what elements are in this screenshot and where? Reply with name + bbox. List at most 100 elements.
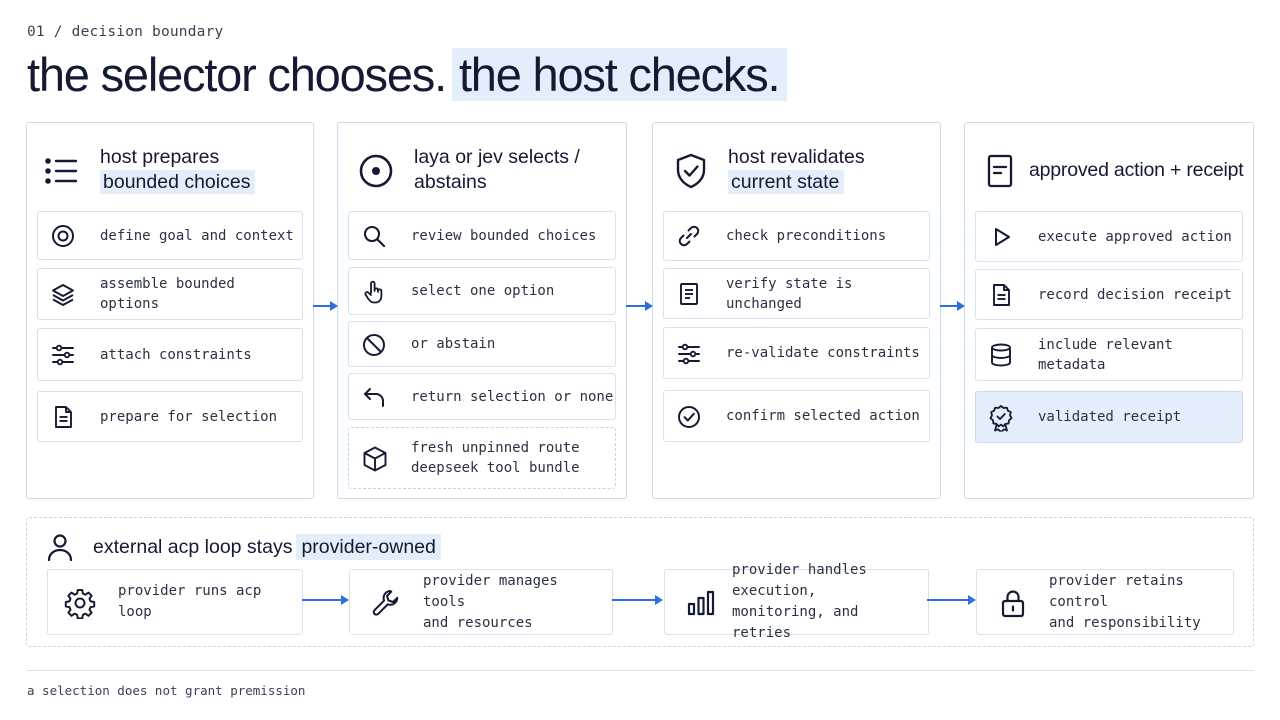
- flow-arrow-2: [626, 301, 653, 311]
- column-heading: host prepares bounded choices: [100, 145, 256, 195]
- column-host-prepares: host prepares bounded choices define goa…: [26, 122, 314, 499]
- item-label: provider manages tools and resources: [423, 570, 604, 634]
- column-header: host revalidates current state: [653, 141, 940, 203]
- item-label: confirm selected action: [726, 408, 920, 424]
- ban-icon: [361, 332, 387, 358]
- flow-arrow-3: [940, 301, 965, 311]
- kicker: 01 / decision boundary: [27, 24, 224, 40]
- heading-line-2-highlight: bounded choices: [100, 170, 256, 194]
- column-heading: laya or jev selects / abstains: [414, 145, 580, 195]
- list-item: provider handles execution, monitoring, …: [664, 562, 929, 641]
- flow-arrow-4: [302, 595, 349, 605]
- item-label-line-2: and responsibility: [1049, 614, 1201, 631]
- column-header: approved action + receipt: [965, 141, 1253, 203]
- list-item: provider runs acp loop: [47, 569, 303, 635]
- list-item: review bounded choices: [348, 211, 616, 260]
- page-title: the selector chooses.the host checks.: [27, 47, 788, 103]
- item-label: review bounded choices: [411, 227, 597, 244]
- item-label: return selection or none: [411, 388, 614, 405]
- heading-line-2-highlight: current state: [728, 170, 845, 194]
- list-item: include relevant metadata: [975, 328, 1243, 381]
- heading-line-1: host revalidates: [728, 146, 865, 168]
- receipt-icon: [981, 151, 1021, 191]
- list-item: record decision receipt: [975, 269, 1243, 320]
- item-label: fresh unpinned route deepseek tool bundl…: [411, 428, 580, 488]
- list-item-note: fresh unpinned route deepseek tool bundl…: [348, 427, 616, 489]
- item-label: re-validate constraints: [726, 345, 920, 361]
- footer-divider: [27, 670, 1254, 671]
- heading-line-1: approved action + receipt: [1029, 159, 1244, 181]
- heading-line-1: laya or jev selects /: [414, 146, 580, 168]
- list-item: or abstain: [348, 321, 616, 367]
- list-item: assemble bounded options: [37, 268, 303, 320]
- list-item: verify state is unchanged: [663, 268, 930, 319]
- column-heading: approved action + receipt: [1029, 158, 1244, 183]
- item-label-line-1: provider runs acp loop: [118, 583, 262, 620]
- column-header: host prepares bounded choices: [27, 141, 313, 203]
- document-icon: [50, 404, 76, 430]
- item-label: prepare for selection: [100, 408, 278, 425]
- column-approved-action: approved action + receipt execute approv…: [964, 122, 1254, 499]
- list-item: prepare for selection: [37, 391, 303, 442]
- item-label: check preconditions: [726, 228, 887, 244]
- lock-icon: [997, 587, 1029, 619]
- item-label: record decision receipt: [1038, 286, 1232, 303]
- item-label-line-1: provider handles execution,: [732, 562, 867, 599]
- list-icon: [41, 151, 81, 191]
- flow-arrow-1: [313, 301, 338, 311]
- list-item: confirm selected action: [663, 390, 930, 442]
- list-item-highlighted: validated receipt: [975, 391, 1243, 443]
- flow-arrow-6: [927, 595, 976, 605]
- play-icon: [988, 224, 1014, 250]
- item-label: include relevant metadata: [1038, 336, 1173, 373]
- column-header: laya or jev selects / abstains: [338, 141, 626, 203]
- target-icon: [50, 223, 76, 249]
- item-label: provider retains control and responsibil…: [1049, 570, 1225, 634]
- document-icon: [988, 282, 1014, 308]
- list-item: provider retains control and responsibil…: [976, 569, 1234, 635]
- item-label: assemble bounded options: [100, 276, 235, 312]
- column-host-revalidates: host revalidates current state check pre…: [652, 122, 941, 499]
- list-item: select one option: [348, 267, 616, 315]
- user-icon: [45, 532, 75, 562]
- document-icon: [676, 281, 702, 307]
- layers-icon: [50, 282, 76, 308]
- item-label-line-1: fresh unpinned route: [411, 440, 580, 456]
- wrench-icon: [370, 587, 402, 619]
- cube-icon: [361, 445, 387, 472]
- item-label-line-2: monitoring, and retries: [732, 604, 859, 641]
- item-label: verify state is unchanged: [726, 275, 853, 312]
- item-label-line-2: and resources: [423, 614, 533, 631]
- item-label: validated receipt: [1038, 409, 1182, 425]
- check-circle-icon: [676, 404, 702, 430]
- gear-icon: [64, 587, 96, 619]
- return-arrow-icon: [361, 384, 387, 410]
- circle-dot-icon: [356, 151, 396, 191]
- item-label: define goal and context: [100, 227, 294, 244]
- item-label-line-2: deepseek tool bundle: [411, 460, 580, 476]
- item-label-line-1: provider retains control: [1049, 572, 1184, 610]
- column-heading: host revalidates current state: [728, 145, 865, 195]
- heading-line-1: host prepares: [100, 146, 220, 168]
- search-icon: [361, 223, 387, 249]
- heading-line-2: abstains: [414, 171, 487, 193]
- list-item: provider manages tools and resources: [349, 569, 613, 635]
- database-icon: [988, 342, 1014, 368]
- list-item: re-validate constraints: [663, 327, 930, 379]
- list-item: check preconditions: [663, 211, 930, 261]
- item-label: attach constraints: [100, 346, 252, 363]
- list-item: execute approved action: [975, 211, 1243, 262]
- list-item: attach constraints: [37, 328, 303, 381]
- bar-chart-icon: [685, 587, 717, 619]
- column-selector: laya or jev selects / abstains review bo…: [337, 122, 627, 499]
- list-item: define goal and context: [37, 211, 303, 260]
- footnote: a selection does not grant premission: [27, 683, 306, 698]
- badge-icon: [988, 404, 1014, 432]
- item-label: or abstain: [411, 336, 496, 352]
- title-part-2-highlight: the host checks.: [451, 48, 788, 101]
- list-item: return selection or none: [348, 373, 616, 420]
- sliders-icon: [676, 341, 702, 367]
- sliders-icon: [50, 342, 76, 368]
- heading-part-1: external acp loop stays: [93, 536, 293, 558]
